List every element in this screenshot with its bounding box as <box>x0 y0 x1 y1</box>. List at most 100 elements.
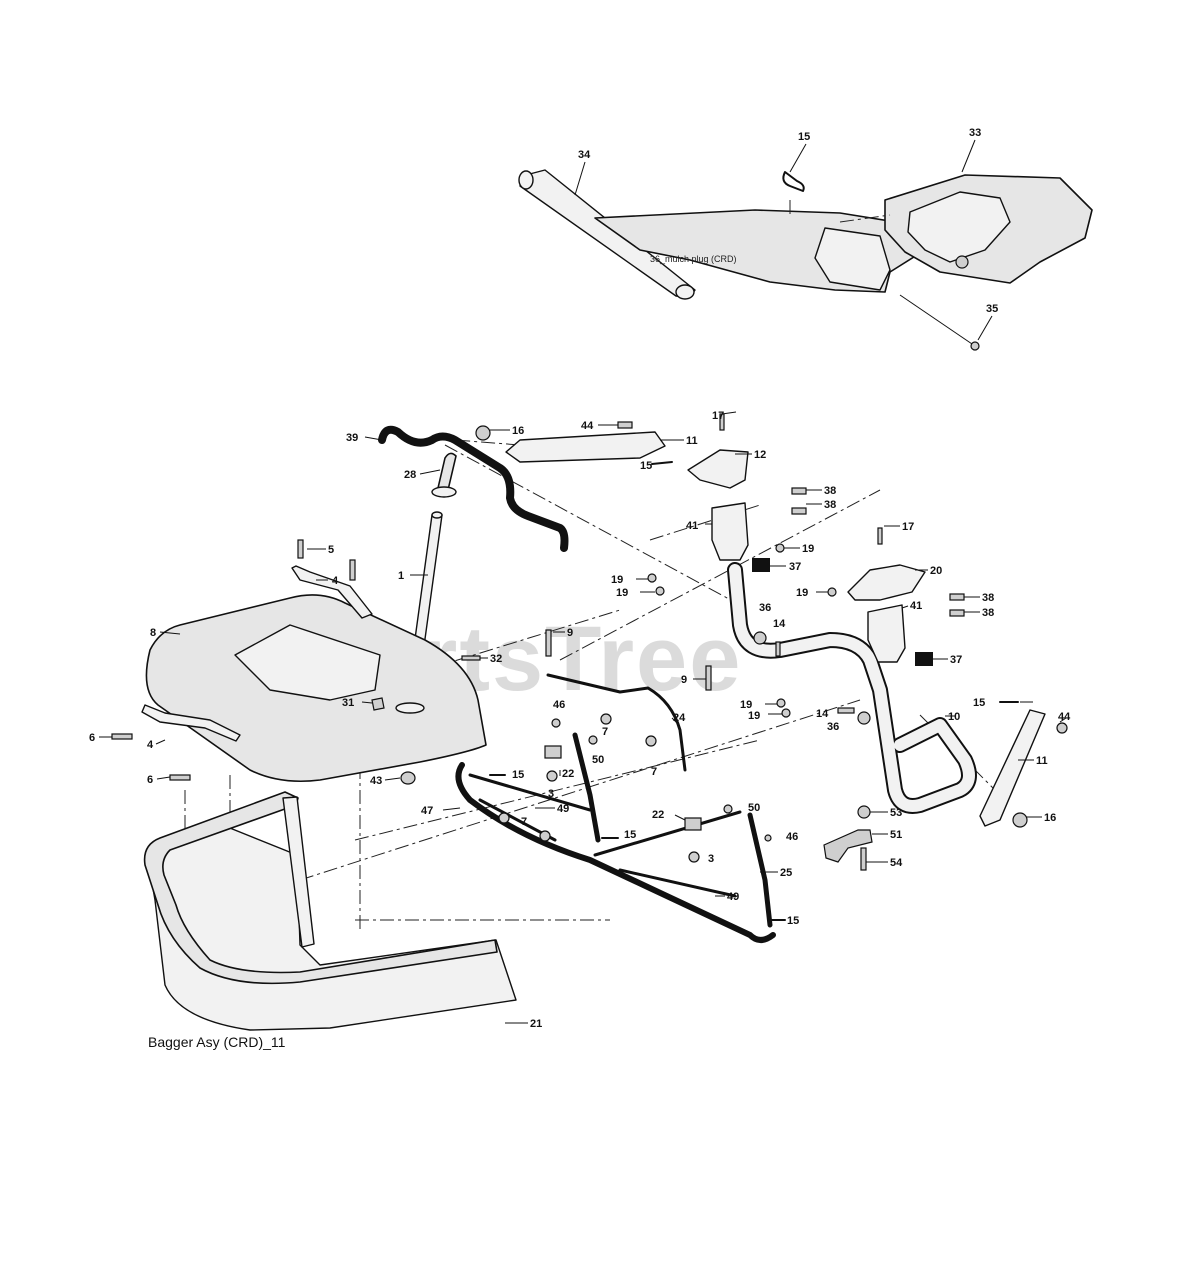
callout-21: 21 <box>530 1018 542 1030</box>
callout-3a: 3 <box>548 788 554 800</box>
handle-grip <box>437 452 457 491</box>
leader-17a <box>721 411 737 415</box>
leader-34 <box>574 161 586 196</box>
frame-tube-47 <box>455 762 776 943</box>
cover-vent-panel <box>234 624 381 701</box>
callout-31: 31 <box>342 697 354 709</box>
grass-bag-back <box>282 796 315 948</box>
leader-15a <box>789 143 807 173</box>
callout-34: 34 <box>578 149 591 161</box>
callout-15e: 15 <box>624 829 636 841</box>
callout-7b: 7 <box>651 766 657 778</box>
callout-44a: 44 <box>581 420 594 432</box>
leader-6b <box>156 776 171 780</box>
nut-7a <box>600 713 612 725</box>
callout-50b: 50 <box>748 802 760 814</box>
callout-9b: 9 <box>681 674 687 686</box>
nut-7c <box>498 812 510 824</box>
plug-dash <box>839 214 891 223</box>
leader-39 <box>364 436 383 441</box>
frame-tube-inner <box>468 773 592 812</box>
callout-7a: 7 <box>602 726 608 738</box>
leader-4b <box>155 739 166 745</box>
callout-37a: 37 <box>789 561 801 573</box>
nut-16b <box>1012 812 1028 828</box>
latch-12 <box>687 449 749 489</box>
callout-33: 33 <box>969 127 981 139</box>
leader-24 <box>671 717 679 725</box>
bolt-9a <box>545 629 552 657</box>
nut-50a <box>588 735 598 745</box>
callout-41a: 41 <box>686 520 698 532</box>
callout-47: 47 <box>421 805 433 817</box>
callout-22a: 22 <box>562 768 574 780</box>
spacer-36b <box>857 711 871 725</box>
callout-32: 32 <box>490 653 502 665</box>
deflector-knob <box>955 255 969 269</box>
rod-pin-end <box>970 341 980 351</box>
callout-41b: 41 <box>910 600 922 612</box>
cap-37a <box>752 558 770 572</box>
callout-50a: 50 <box>592 754 604 766</box>
callout-54: 54 <box>890 857 903 869</box>
callout-39: 39 <box>346 432 358 444</box>
callout-17b: 17 <box>902 521 914 533</box>
nut-19e <box>776 698 786 708</box>
bumper-43 <box>400 771 416 785</box>
bolt-5b <box>349 559 356 581</box>
rod-pin <box>899 294 976 347</box>
callout-25: 25 <box>780 867 792 879</box>
callout-19f: 19 <box>748 710 760 722</box>
bolt-6a <box>111 733 133 740</box>
rod-top <box>431 511 443 519</box>
callout-19a: 19 <box>802 543 814 555</box>
bolt-44b <box>1056 722 1068 734</box>
bolt-54 <box>860 847 867 871</box>
callout-43: 43 <box>370 775 382 787</box>
callout-38d: 38 <box>982 607 994 619</box>
bolt-14b <box>837 707 855 714</box>
right-mount-group: 15 44 11 16 53 51 54 <box>823 697 1071 871</box>
grass-bag-group: 21 <box>143 791 542 1031</box>
callout-24: 24 <box>673 712 686 724</box>
bagger-handle <box>378 425 569 552</box>
callout-10: 10 <box>948 711 960 723</box>
callout-4a: 4 <box>332 575 339 587</box>
callout-15f: 15 <box>787 915 799 927</box>
callout-11b: 11 <box>1036 755 1048 767</box>
callout-19c: 19 <box>616 587 628 599</box>
callout-19e: 19 <box>740 699 752 711</box>
callout-16a: 16 <box>512 425 524 437</box>
latch-51 <box>823 829 873 863</box>
bolt-5a <box>297 539 304 559</box>
bagger-cover-group: 5 4 8 32 31 6 4 6 43 <box>89 539 502 787</box>
callout-3b: 3 <box>708 853 714 865</box>
leader-41b <box>901 605 909 609</box>
bracket-41a <box>711 502 749 561</box>
callout-38b: 38 <box>824 499 836 511</box>
frame-tube-10 <box>729 564 975 812</box>
leader-33 <box>961 139 976 173</box>
screw-38a <box>791 487 807 495</box>
leader-22b <box>674 814 686 821</box>
callout-28: 28 <box>404 469 416 481</box>
cover-bracket-top <box>291 565 373 619</box>
callout-46a: 46 <box>553 699 565 711</box>
callout-7c: 7 <box>521 816 527 828</box>
frame-rail-49b <box>618 868 737 898</box>
bolt-46b <box>764 834 772 842</box>
mulch-plug-note: 36_mulch plug (CRD) <box>650 254 737 264</box>
callout-49a: 49 <box>557 803 569 815</box>
callout-38a: 38 <box>824 485 836 497</box>
callout-6b: 6 <box>147 774 153 786</box>
nut-19a <box>775 543 785 553</box>
nut-3a <box>546 770 558 782</box>
callout-15b: 15 <box>640 460 652 472</box>
leader-43 <box>384 777 401 781</box>
callout-36b: 36 <box>827 721 839 733</box>
bolt-14a <box>775 641 781 657</box>
right-frame-group: 36 14 17 20 19 38 38 41 37 19 19 14 36 1… <box>727 521 994 814</box>
bolt-46a <box>551 718 561 728</box>
leader-44b <box>1059 717 1067 723</box>
